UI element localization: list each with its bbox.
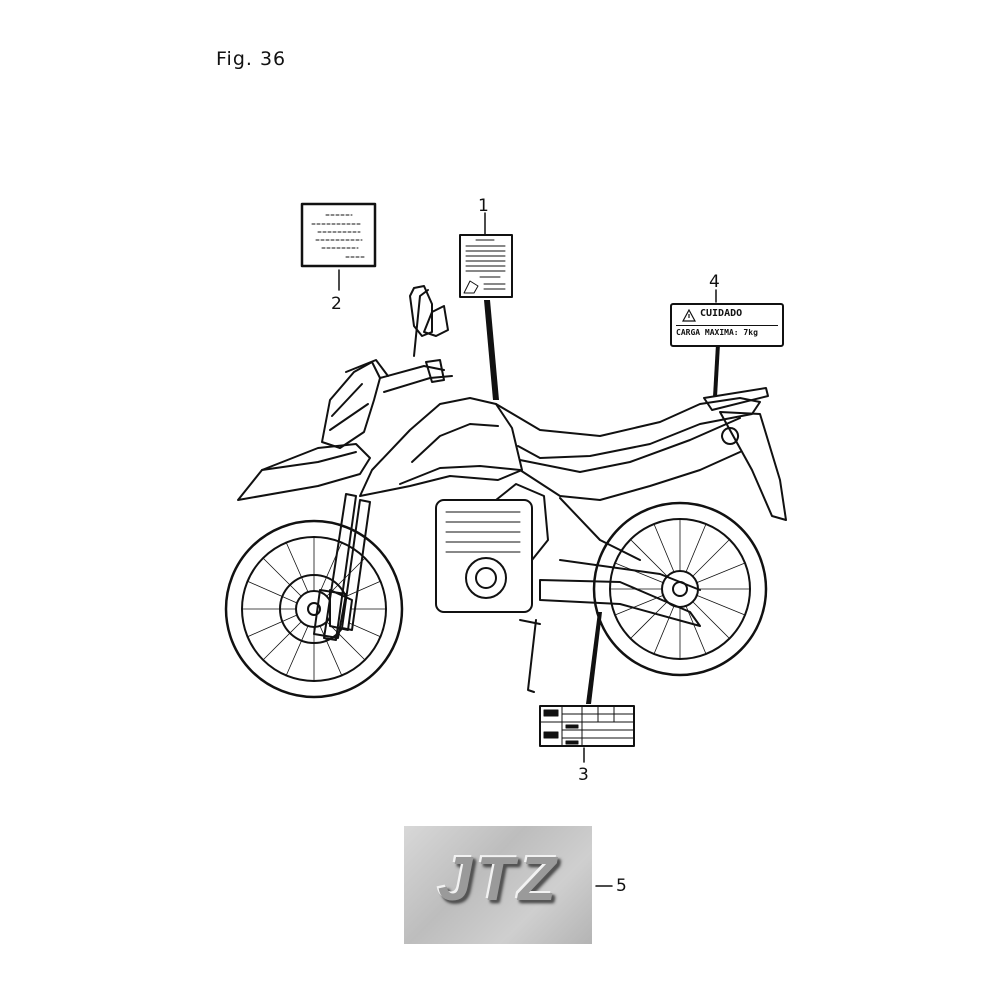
motorcycle-outline xyxy=(224,285,787,699)
callout-2: 2 xyxy=(331,294,342,314)
callout-1: 1 xyxy=(478,196,489,216)
warning-title: CUIDADO xyxy=(700,308,743,319)
figure-title: Fig. 36 xyxy=(216,48,287,70)
emblem-text: JTZ xyxy=(437,845,561,914)
callout-5: 5 xyxy=(616,876,627,896)
label-4-warning: CUIDADO CARGA MAXIMA: 7kg xyxy=(670,303,784,347)
warning-triangle-icon xyxy=(682,309,696,322)
label-1-notice xyxy=(459,234,513,298)
jtz-emblem: JTZ xyxy=(404,826,592,944)
callout-4: 4 xyxy=(709,272,720,292)
callout-3: 3 xyxy=(578,765,589,785)
warning-text: CARGA MAXIMA: 7kg xyxy=(676,328,758,337)
label-2-card xyxy=(300,202,377,268)
warning-divider xyxy=(676,325,778,326)
label-3-table xyxy=(539,705,635,747)
